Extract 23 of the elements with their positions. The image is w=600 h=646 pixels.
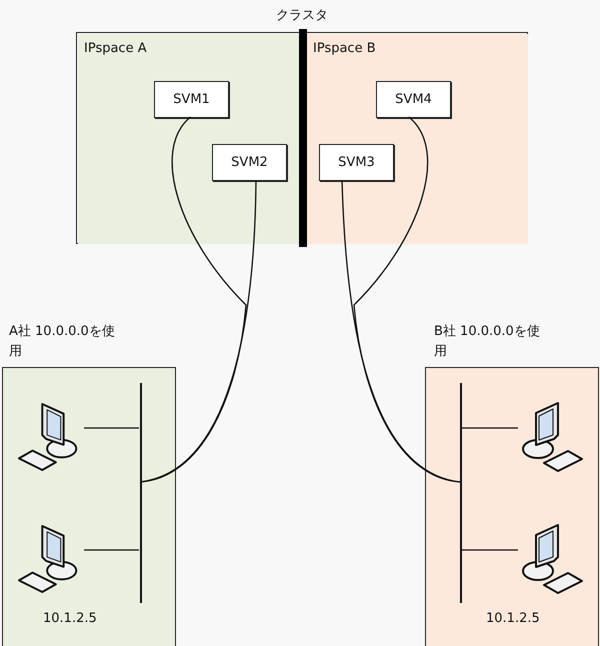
network-cable bbox=[140, 180, 257, 483]
cluster-title: クラスタ bbox=[275, 7, 329, 25]
ip-address: 10.1.2.5 bbox=[43, 610, 97, 628]
ipspace-panel bbox=[307, 34, 528, 244]
network-cable bbox=[341, 180, 460, 483]
network-cable bbox=[353, 116, 460, 483]
network-heading: B社 10.0.0.0を使用 bbox=[434, 323, 541, 361]
network-cable bbox=[140, 116, 247, 483]
connection-line bbox=[84, 427, 139, 429]
svm-box: SVM2 bbox=[212, 144, 287, 181]
connection-line bbox=[461, 549, 518, 551]
network-heading: A社 10.0.0.0を使用 bbox=[9, 323, 116, 361]
network-bus-line bbox=[140, 383, 142, 603]
svm-box: SVM4 bbox=[376, 81, 451, 118]
ip-address: 10.1.2.5 bbox=[486, 610, 540, 628]
connection-line bbox=[84, 549, 139, 551]
connection-line bbox=[461, 427, 518, 429]
ipspace-label: IPspace A bbox=[84, 40, 147, 58]
ipspace-label: IPspace B bbox=[313, 40, 376, 58]
svm-box: SVM3 bbox=[319, 144, 394, 181]
svm-box: SVM1 bbox=[154, 81, 229, 118]
network-bus-line bbox=[460, 383, 462, 603]
ipspace-panel bbox=[78, 34, 299, 244]
